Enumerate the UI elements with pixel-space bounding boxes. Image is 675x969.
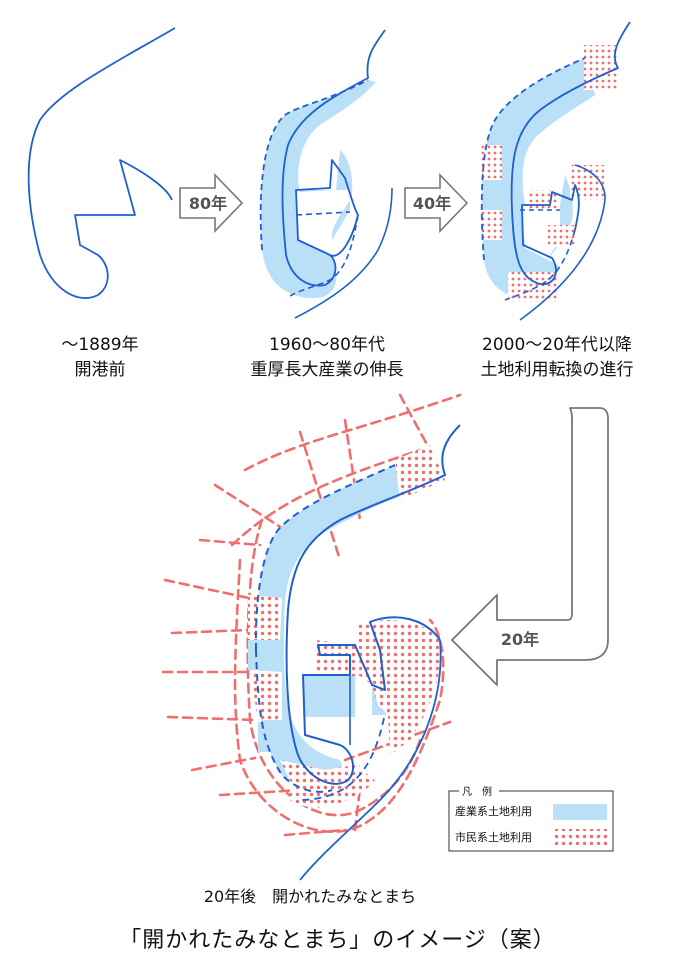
legend-civic-label: 市民系土地利用: [455, 830, 532, 844]
coastline-2: [281, 29, 386, 287]
future-caption: 20年後 開かれたみなとまち: [203, 887, 417, 906]
legend-title: 凡 例: [462, 785, 492, 798]
coastline-1: [27, 27, 176, 299]
future-map: [161, 393, 462, 881]
legend-industrial-swatch: [553, 804, 607, 820]
legend-industrial-label: 産業系土地利用: [455, 805, 532, 818]
coastline-2-outer: [259, 79, 369, 251]
arrow-label-40: 40年: [413, 194, 451, 213]
arrow-label-80: 80年: [189, 194, 227, 213]
future-coastline: [285, 424, 461, 785]
arrow-20-years: 20年: [451, 407, 609, 686]
stage-3-label: 土地利用転換の進行: [480, 360, 634, 380]
arrow-label-20: 20年: [501, 630, 539, 649]
stage-2-map: [259, 29, 393, 319]
stage-1-period: ～1889年: [61, 335, 139, 355]
industrial-zone-2: [260, 80, 376, 299]
stage-1-caption: ～1889年 開港前: [35, 333, 165, 383]
stage-2-period: 1960～80年代: [269, 335, 385, 355]
stage-3-caption: 2000～20年代以降 土地利用転換の進行: [462, 333, 652, 383]
arrow-80-years: 80年: [179, 173, 244, 233]
stage-3-period: 2000～20年代以降: [482, 335, 632, 355]
legend: 凡 例 産業系土地利用 市民系土地利用: [448, 785, 614, 852]
stage-1-map: [27, 27, 176, 299]
future-industrial-band: [255, 465, 405, 787]
stage-2-label: 重厚長大産業の伸長: [250, 360, 404, 380]
legend-civic-swatch: [553, 829, 607, 845]
stage-2-caption: 1960～80年代 重厚長大産業の伸長: [232, 333, 422, 383]
stage-3-map: [480, 21, 631, 321]
arrow-40-years: 40年: [404, 173, 469, 233]
stage-1-label: 開港前: [74, 360, 126, 380]
page-title: 「開かれたみなとまち」のイメージ（案）: [119, 928, 556, 953]
